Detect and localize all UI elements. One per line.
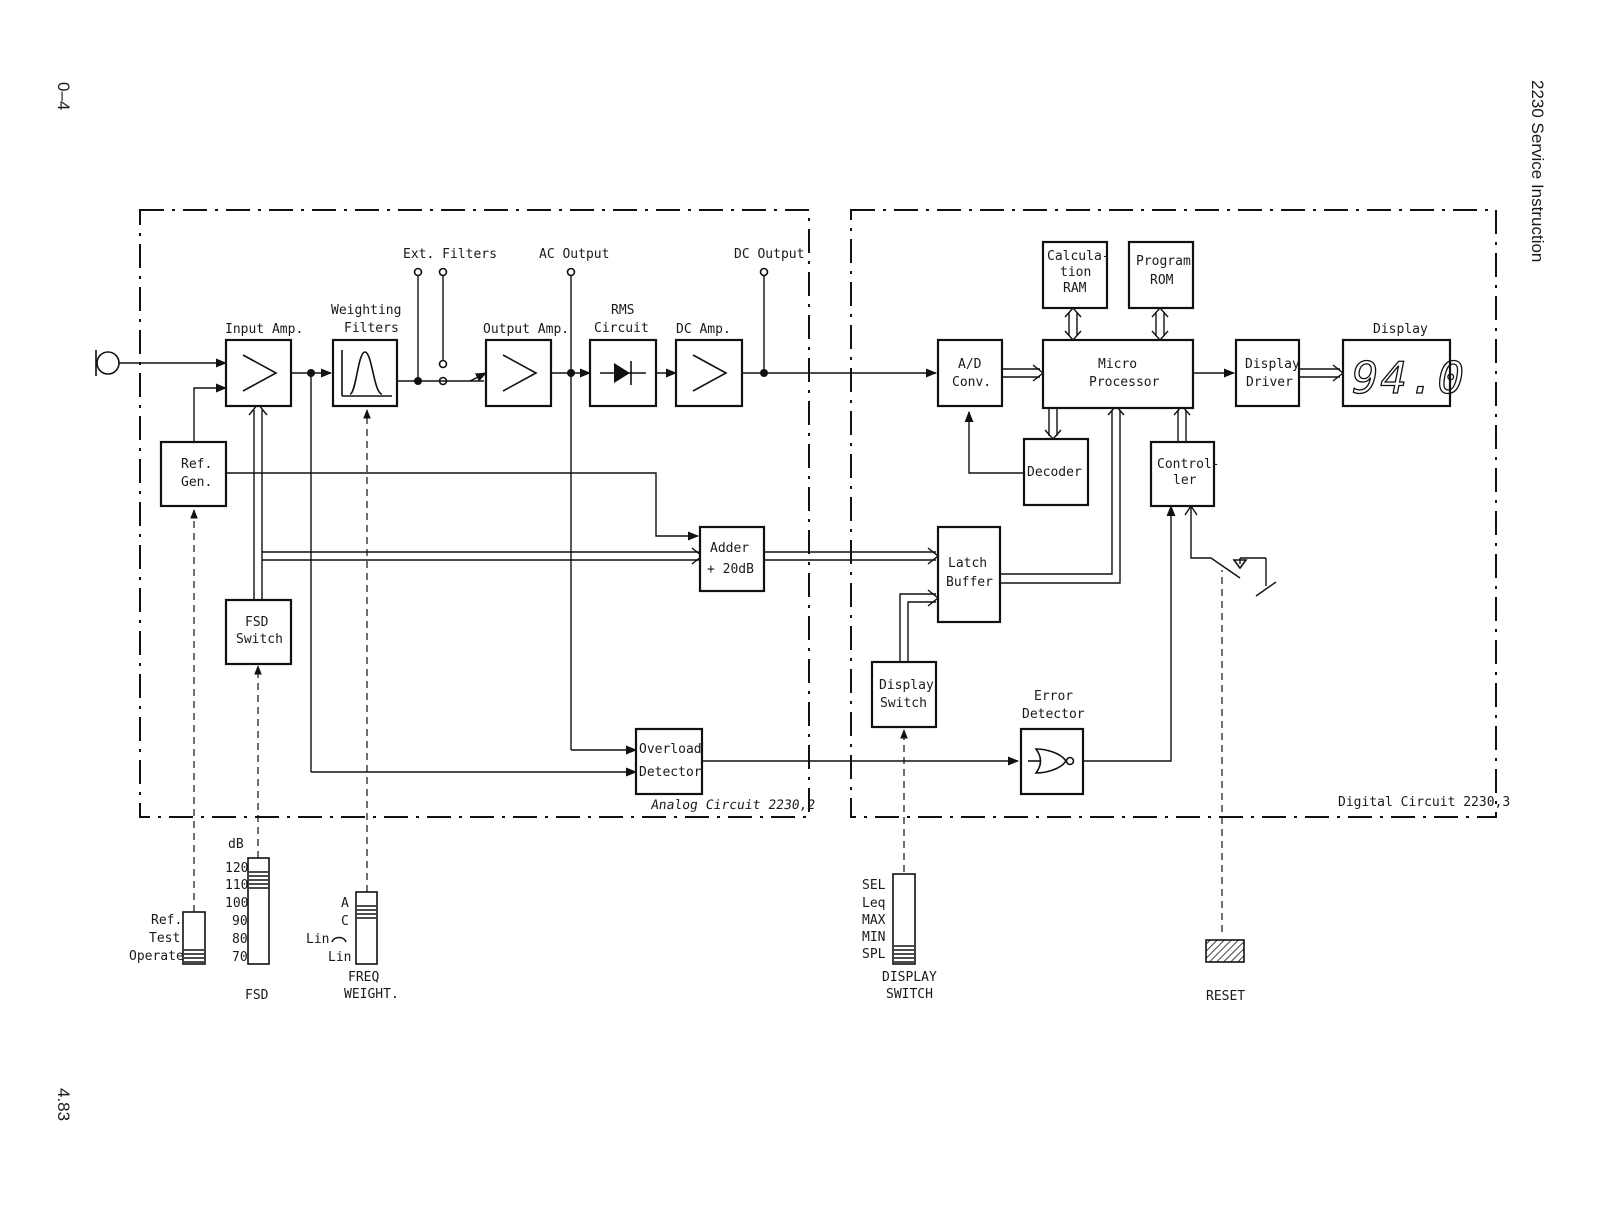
display-switch-position-spl: SPL [862,947,886,962]
display-switch-position-leq: Leq [862,896,885,911]
display-switch-block-label-1: Display [879,678,934,693]
ad-conv-label-1: A/D [958,357,982,372]
display-block [1341,338,1452,408]
ref-gen-label-2: Gen. [181,475,212,490]
error-detector-label-2: Detector [1022,707,1085,722]
display-switch-position-max: MAX [862,913,886,928]
calculation-ram-label-1: Calcula- [1047,249,1110,264]
rms-circuit-label-1: RMS [611,303,634,318]
display-switch-slider[interactable] [892,873,916,965]
micro-processor-block [1041,338,1195,410]
ref-gen-label-1: Ref. [181,457,212,472]
display-switch-caption-1: DISPLAY [882,970,937,985]
program-rom-label-2: ROM [1150,273,1174,288]
dc-amp-label: DC Amp. [676,322,731,337]
fsd-position-80: 80 [232,932,248,947]
latch-buffer-label-2: Buffer [946,575,993,590]
weighting-filters-label-2: Filters [344,321,399,336]
overload-detector-block [634,727,704,796]
overload-detector-label-1: Overload [639,742,702,757]
fsd-caption: FSD [245,988,269,1003]
reset-caption: RESET [1206,989,1245,1004]
decoder-label: Decoder [1027,465,1082,480]
fsd-switch-label-1: FSD [245,615,269,630]
digital-circuit-frame [850,209,1497,818]
input-amp-block [224,338,293,408]
adder-block [698,525,766,593]
document-title: 2230 Service Instruction [1528,80,1547,262]
analog-circuit-frame [139,209,810,818]
calculation-ram-label-3: RAM [1063,281,1087,296]
fsd-position-100: 100 [225,896,248,911]
micro-processor-label-2: Processor [1089,375,1160,390]
input-amp-label: Input Amp. [225,322,303,337]
page-date: 4.83 [54,1088,73,1121]
adder-label-1: Adder [710,541,749,556]
adder-label-2: + 20dB [707,562,754,577]
freq-weight-position-lin: Lin [328,950,351,965]
display-driver-label-2: Driver [1246,375,1293,390]
calculation-ram-label-2: tion [1060,265,1091,280]
display-switch-position-min: MIN [862,930,885,945]
fsd-switch-label-2: Switch [236,632,283,647]
freq-weight-slider[interactable] [331,891,378,965]
micro-processor-label-1: Micro [1098,357,1137,372]
overload-detector-label-2: Detector [639,765,702,780]
display-driver-label-1: Display [1245,357,1300,372]
digital-circuit-label: Digital Circuit 2230,3 [1338,795,1510,810]
program-rom-label-1: Program [1136,254,1191,269]
mode-switch-position-ref: Ref. [151,913,182,928]
output-amp-block [484,338,553,408]
rms-circuit-label-2: Circuit [594,321,649,336]
controller-label-1: Control- [1157,457,1220,472]
fsd-slider[interactable] [247,857,270,965]
latch-buffer-block [936,525,1002,624]
display-label: Display [1373,322,1428,337]
display-driver-block [1234,338,1301,408]
program-rom-block [1127,240,1195,310]
weighting-filters-block [331,338,399,408]
display-switch-position-sel: SEL [862,878,886,893]
dc-output-label: DC Output [734,247,804,262]
dc-amp-block [674,338,744,408]
fsd-position-120: 120 [225,861,248,876]
decoder-block [1022,437,1090,507]
mode-switch-position-operate: Operate [129,949,184,964]
error-detector-label-1: Error [1034,689,1073,704]
fsd-position-110: 110 [225,878,248,893]
display-switch-block [870,660,938,729]
weighting-filters-label-1: Weighting [331,303,401,318]
error-detector-block [1019,727,1085,796]
calculation-ram-block [1041,240,1109,310]
controller-block [1149,440,1216,508]
controller-label-2: ler [1173,473,1197,488]
analog-circuit-label: Analog Circuit 2230,2 [650,798,816,813]
rms-circuit-block [588,338,658,408]
microphone-icon [95,350,120,376]
latch-buffer-label-1: Latch [948,556,987,571]
freq-weight-position-c: C [341,914,349,929]
fsd-position-70: 70 [232,950,248,965]
freq-weight-position-lin-bandlimited: Lin [306,932,329,947]
fsd-switch-block [224,598,293,666]
display-switch-block-label-2: Switch [880,696,927,711]
freq-weight-position-a: A [341,896,349,911]
display-reading: 94.0 [1352,353,1466,404]
freq-weight-caption-1: FREQ [348,970,379,985]
mode-switch[interactable] [182,911,206,965]
ref-gen-block [159,440,228,508]
display-switch-caption-2: SWITCH [886,987,933,1002]
ext-filters-label: Ext. Filters [403,247,497,262]
fsd-unit: dB [228,837,244,852]
ad-conv-block [936,338,1004,408]
fsd-position-90: 90 [232,914,248,929]
page-number: 0–4 [54,82,73,110]
mode-switch-position-test: Test [149,931,180,946]
freq-weight-caption-2: WEIGHT. [344,987,399,1002]
ac-output-label: AC Output [539,247,609,262]
ad-conv-label-2: Conv. [952,375,991,390]
reset-button[interactable] [1205,939,1245,963]
output-amp-label: Output Amp. [483,322,569,337]
